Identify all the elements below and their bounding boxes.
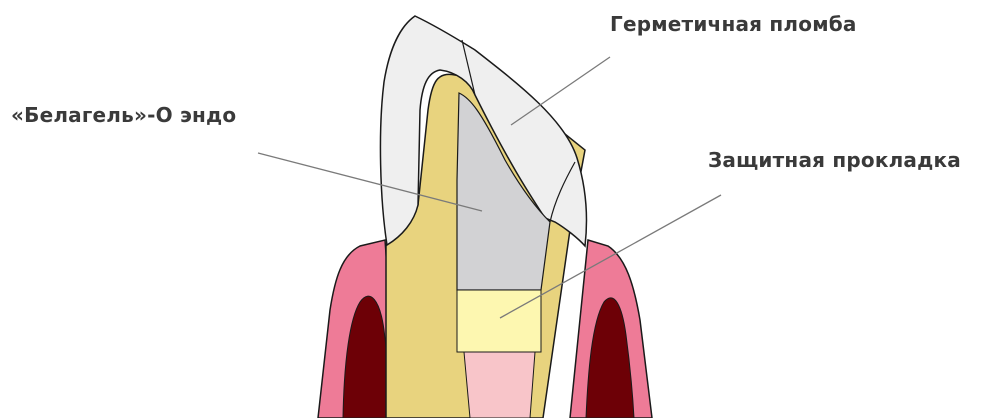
pulp-canal	[464, 352, 535, 418]
label-endo-material: «Белагель»-О эндо	[11, 103, 236, 127]
label-protective-liner: Защитная прокладка	[708, 148, 961, 172]
label-sealed-filling: Герметичная пломба	[610, 12, 857, 36]
protective-liner	[457, 290, 541, 352]
